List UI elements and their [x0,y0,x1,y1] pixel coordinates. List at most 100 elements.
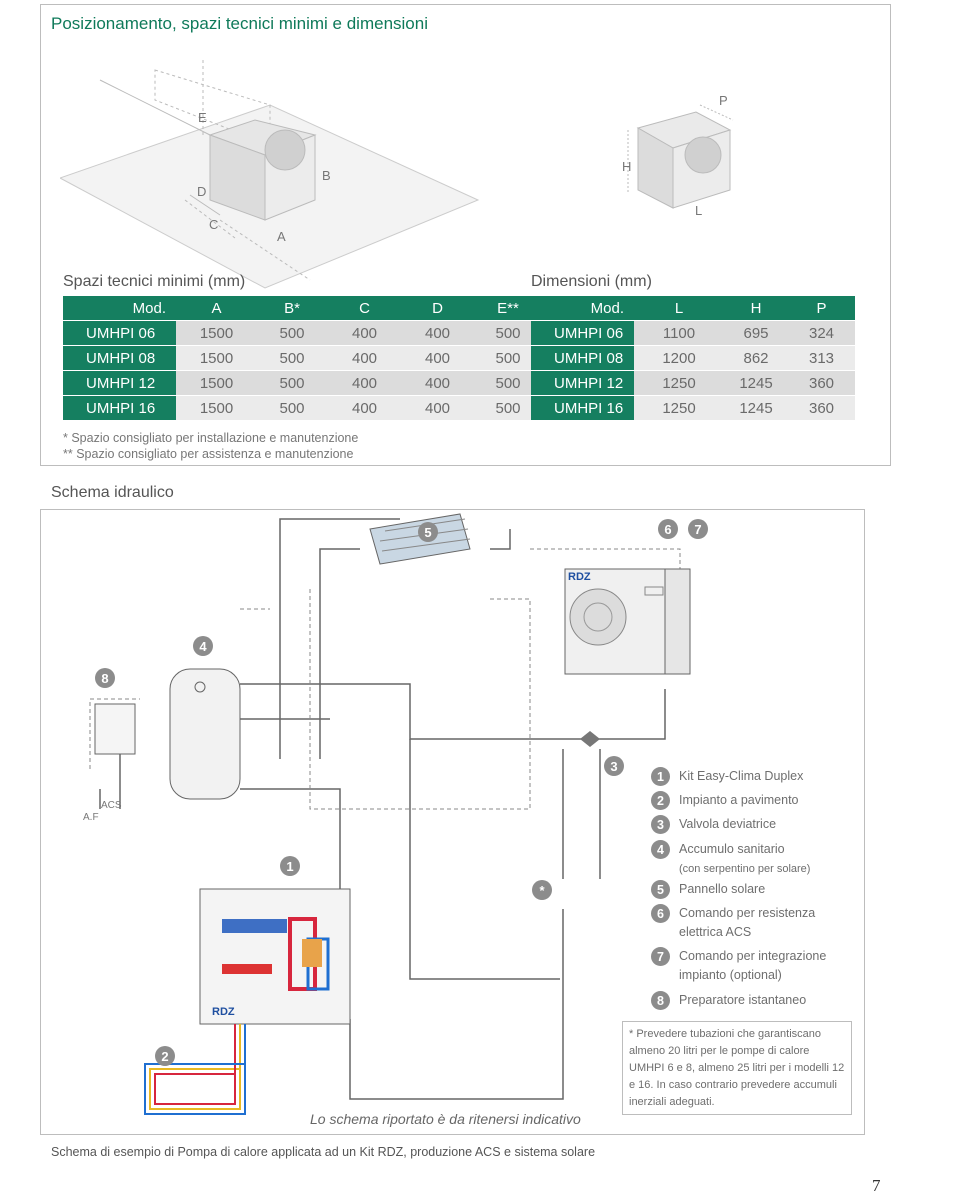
value-cell: 400 [402,396,473,421]
value-cell: 400 [402,346,473,371]
badge-8: 8 [95,668,115,688]
value-cell: 500 [257,371,327,396]
dimensions-header-2: H [724,296,788,321]
value-cell: 1100 [634,321,724,346]
value-cell: 1500 [176,396,257,421]
value-cell: 324 [788,321,855,346]
badge-2: 2 [155,1046,175,1066]
spaces-header-1: A [176,296,257,321]
value-cell: 1500 [176,321,257,346]
value-cell: 500 [257,321,327,346]
label-acs: ACS [101,800,122,811]
badge-5: 5 [418,522,438,542]
badge-7: 7 [688,519,708,539]
legend-4-sub: (con serpentino per solare) [679,863,811,875]
schema-caption: Schema di esempio di Pompa di calore app… [51,1145,596,1159]
heat-pump-shape [564,568,691,675]
label-a: A [277,229,286,244]
label-p: P [719,93,728,108]
value-cell: 1200 [634,346,724,371]
page-number: 7 [872,1176,881,1195]
badge-3: 3 [604,756,624,776]
storage-tank-shape [169,668,241,800]
model-cell: UMHPI 12 [63,371,176,396]
label-c: C [209,217,219,232]
spaces-header-4: D [402,296,473,321]
badge-1: 1 [280,856,300,876]
label-d: D [197,184,207,199]
value-cell: 1500 [176,371,257,396]
kit-box-shape [199,888,351,1025]
badge-6: 6 [658,519,678,539]
installation-drawing [60,60,480,289]
badge-asterisk: * [532,880,552,900]
dimensions-header-3: P [788,296,855,321]
model-cell: UMHPI 08 [531,346,634,371]
schema-frame [40,509,865,1135]
value-cell: 400 [327,371,402,396]
value-cell: 400 [327,321,402,346]
value-cell: 400 [402,371,473,396]
schema-title: Schema idraulico [51,484,174,501]
label-af: A.F [83,812,99,823]
label-e: E [198,110,207,125]
label-l: L [695,203,703,218]
spaces-header-2: B* [257,296,327,321]
spaces-header-0: Mod. [63,296,176,321]
note-1: * Spazio consigliato per installazione e… [63,431,359,445]
value-cell: 500 [257,396,327,421]
value-cell: 695 [724,321,788,346]
hydraulic-schema-drawing [89,513,691,1115]
rdz-logo-top: RDZ [568,571,591,583]
dimensions-header-0: Mod. [531,296,634,321]
spaces-header-3: C [327,296,402,321]
dimension-drawing [627,104,734,209]
value-cell: 1245 [724,371,788,396]
page-title: Posizionamento, spazi tecnici minimi e d… [51,14,428,33]
positioning-frame [40,4,891,466]
value-cell: 400 [402,321,473,346]
value-cell: 500 [257,346,327,371]
dimensions-header-1: L [634,296,724,321]
indicative-caption: Lo schema riportato è da ritenersi indic… [310,1111,581,1127]
legend-4-text: Accumulo sanitario [679,842,785,856]
spaces-title: Spazi tecnici minimi (mm) [63,273,246,290]
value-cell: 313 [788,346,855,371]
model-cell: UMHPI 06 [531,321,634,346]
label-b: B [322,168,331,183]
value-cell: 360 [788,371,855,396]
value-cell: 1245 [724,396,788,421]
model-cell: UMHPI 16 [531,396,634,421]
value-cell: 400 [327,346,402,371]
value-cell: 1250 [634,396,724,421]
value-cell: 862 [724,346,788,371]
model-cell: UMHPI 08 [63,346,176,371]
rdz-logo-bottom: RDZ [212,1006,235,1018]
label-h: H [622,159,632,174]
badge-4: 4 [193,636,213,656]
model-cell: UMHPI 12 [531,371,634,396]
note-2: ** Spazio consigliato per assistenza e m… [63,447,354,461]
dimensions-title: Dimensioni (mm) [531,273,652,290]
value-cell: 360 [788,396,855,421]
model-cell: UMHPI 16 [63,396,176,421]
value-cell: 1500 [176,346,257,371]
